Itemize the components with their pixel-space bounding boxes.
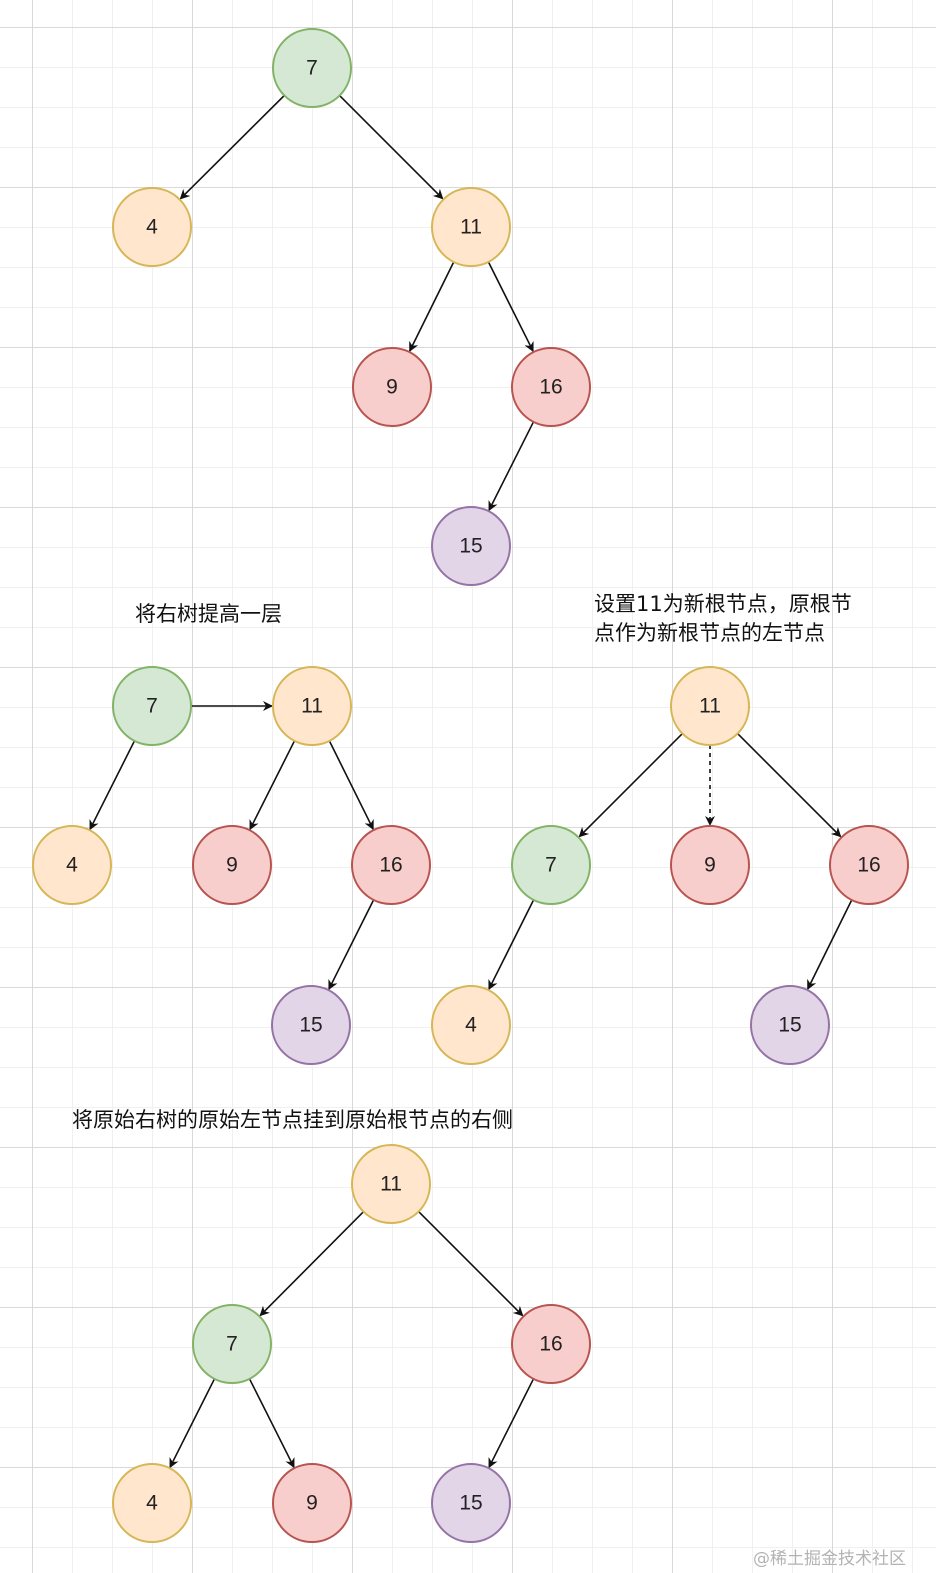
node-circle [511,347,591,427]
node-circle [112,1463,192,1543]
tree-node-b4: 4 [32,825,112,905]
edge-a11-a9 [408,261,455,352]
node-label: 11 [460,216,482,239]
node-circle [192,1304,272,1384]
node-label: 9 [226,854,238,877]
edges-layer [89,94,853,1469]
tree-node-a16: 16 [511,347,591,427]
node-label: 4 [66,854,78,877]
node-label: 15 [459,535,482,558]
node-circle [271,985,351,1065]
node-label: 16 [379,854,402,877]
edge-d11-d7 [259,1211,365,1317]
edge-c7-c4 [488,899,535,991]
node-label: 11 [380,1173,402,1196]
edge-d7-d9 [248,1378,295,1469]
caption-attach-left-child: 将原始右树的原始左节点挂到原始根节点的右侧 [72,1108,513,1132]
tree-node-d11: 11 [351,1144,431,1224]
tree-node-b11: 11 [272,666,352,746]
node-circle [112,666,192,746]
caption-new-root-line-2: 点作为新根节点的左节点 [594,621,825,645]
node-circle [670,825,750,905]
edge-c11-c16 [737,733,842,838]
node-label: 7 [146,695,158,718]
edge-b11-b16 [328,740,374,831]
edge-a16-a15 [488,421,535,512]
edge-b7-b4 [89,740,136,831]
node-circle [750,985,830,1065]
node-circle [829,825,909,905]
node-circle [272,28,352,108]
node-circle [32,825,112,905]
tree-node-a15: 15 [431,506,511,586]
edge-d16-d15 [488,1378,535,1469]
tree-node-b15: 15 [271,985,351,1065]
node-label: 7 [545,854,557,877]
caption-new-root-line-1: 设置11为新根节点，原根节 [594,592,852,616]
node-circle [351,1144,431,1224]
tree-node-d4: 4 [112,1463,192,1543]
edge-c11-c7 [578,733,683,838]
node-circle [511,825,591,905]
node-circle [351,825,431,905]
edge-c16-c15 [806,899,853,990]
node-label: 15 [459,1492,482,1515]
node-circle [511,1304,591,1384]
tree-node-a11: 11 [431,187,511,267]
edge-a11-a16 [487,261,534,353]
edge-d7-d4 [169,1378,216,1469]
node-circle [112,187,192,267]
tree-node-c15: 15 [750,985,830,1065]
node-label: 9 [704,854,716,877]
edge-a7-a11 [339,95,444,200]
node-label: 15 [778,1014,801,1037]
edge-b16-b15 [328,899,375,991]
node-label: 4 [465,1014,477,1037]
watermark: @稀土掘金技术社区 [753,1549,906,1569]
edge-a7-a4 [179,94,285,200]
node-circle [192,825,272,905]
tree-node-d15: 15 [431,1463,511,1543]
caption-raise-right-subtree: 将右树提高一层 [135,602,282,626]
node-label: 11 [301,695,323,718]
tree-node-c11: 11 [670,666,750,746]
node-circle [431,506,511,586]
node-label: 7 [226,1333,238,1356]
tree-node-a4: 4 [112,187,192,267]
tree-node-d7: 7 [192,1304,272,1384]
nodes-layer: 7 4 11 9 16 15 7 11 4 9 16 15 11 7 9 16 4 15 11 7 16 4 9 15 [32,28,909,1543]
node-circle [431,985,511,1065]
edge-d11-d16 [418,1211,524,1317]
node-label: 16 [857,854,880,877]
caption-new-root: 设置11为新根节点，原根节 点作为新根节点的左节点 [594,590,852,648]
node-circle [431,1463,511,1543]
tree-node-d9: 9 [272,1463,352,1543]
node-label: 15 [299,1014,322,1037]
tree-node-a7: 7 [272,28,352,108]
tree-node-d16: 16 [511,1304,591,1384]
node-label: 4 [146,1492,158,1515]
tree-node-b16: 16 [351,825,431,905]
node-circle [670,666,750,746]
node-label: 7 [306,57,318,80]
tree-node-c7: 7 [511,825,591,905]
tree-node-b7: 7 [112,666,192,746]
node-circle [272,666,352,746]
tree-node-b9: 9 [192,825,272,905]
node-circle [352,347,432,427]
node-label: 4 [146,216,158,239]
tree-node-a9: 9 [352,347,432,427]
tree-node-c9: 9 [670,825,750,905]
edge-b11-b9 [249,740,296,831]
node-label: 9 [386,376,398,399]
node-label: 9 [306,1492,318,1515]
tree-node-c16: 16 [829,825,909,905]
node-circle [272,1463,352,1543]
node-label: 16 [539,376,562,399]
node-label: 11 [699,695,721,718]
tree-node-c4: 4 [431,985,511,1065]
node-circle [431,187,511,267]
node-label: 16 [539,1333,562,1356]
